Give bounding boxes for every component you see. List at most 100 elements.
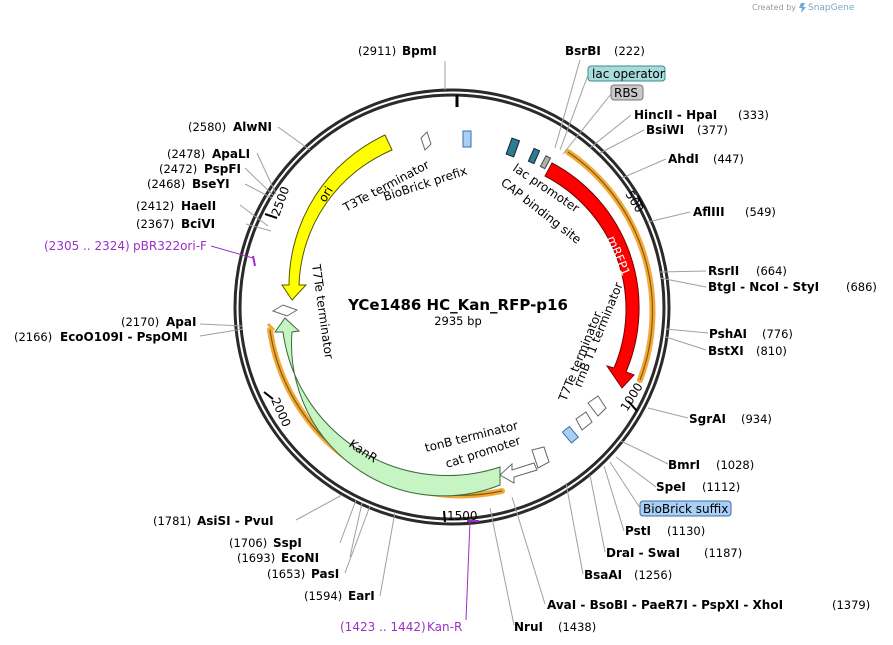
primer-pbr322ori-mark: [252, 255, 256, 267]
site-pasi-name[interactable]: PasI: [311, 567, 339, 581]
site-nrui-pos: (1438): [558, 620, 596, 634]
cap-binding-feature[interactable]: [527, 147, 541, 165]
site-rsrii-pos: (664): [756, 264, 787, 278]
site-drai-pos: (1187): [704, 546, 742, 560]
site-afliii-pos: (549): [745, 205, 776, 219]
site-nrui-name[interactable]: NruI: [514, 620, 543, 634]
site-apali-name[interactable]: ApaLI: [212, 147, 250, 161]
t7te-left-feature[interactable]: [271, 304, 299, 317]
site-econi-name[interactable]: EcoNI: [281, 551, 319, 565]
site-afliii-name[interactable]: AflIII: [693, 205, 725, 219]
leader-primer-pbr322ori: [210, 245, 254, 259]
site-drai-name[interactable]: DraI - SwaI: [606, 546, 680, 560]
mrfp1-highlight-arc-inner: [567, 151, 654, 381]
primer-kanr-name[interactable]: Kan-R: [427, 620, 462, 634]
site-eari-pos: (1594): [304, 589, 342, 603]
site-haeii-name[interactable]: HaeII: [181, 199, 216, 213]
site-pspfi-name[interactable]: PspFI: [204, 162, 241, 176]
site-apali-pos: (2478): [167, 147, 205, 161]
backbone-outer: [233, 88, 671, 526]
t7te-top-label: T7Te terminator: [309, 262, 336, 359]
site-sgrai-name[interactable]: SgrAI: [689, 412, 726, 426]
site-psti-name[interactable]: PstI: [625, 524, 651, 538]
snapgene-brand-text: SnapGene: [808, 3, 855, 13]
site-pshai-name[interactable]: PshAI: [709, 327, 747, 341]
site-asisi-name[interactable]: AsiSI - PvuI: [197, 514, 274, 528]
site-alwni-name[interactable]: AlwNI: [233, 120, 272, 134]
site-haeii-pos: (2412): [136, 199, 174, 213]
site-bpmi-name[interactable]: BpmI: [402, 44, 437, 58]
site-bseyi-pos: (2468): [147, 177, 185, 191]
site-bmri-pos: (1028): [716, 458, 754, 472]
t7te-right-feature[interactable]: [587, 395, 607, 417]
site-bseyi-name[interactable]: BseYI: [192, 177, 230, 191]
mrfp1-feature[interactable]: [544, 162, 640, 389]
rbs-feature[interactable]: [539, 155, 552, 170]
site-btgi-name[interactable]: BtgI - NcoI - StyI: [708, 280, 819, 294]
lac-operator-label: lac operator: [592, 67, 665, 81]
tick-2500: 2500: [269, 185, 293, 218]
tick-2000: 2000: [268, 396, 293, 430]
site-bsrbi-pos: (222): [614, 44, 645, 58]
t7te-left-cap: [266, 322, 276, 332]
site-hincii-pos: (333): [738, 108, 769, 122]
primer-kanr-pos: (1423 .. 1442): [340, 620, 426, 634]
leader-primer-kanr: [465, 520, 471, 621]
site-psti-pos: (1130): [667, 524, 705, 538]
biobrick-suffix-label: BioBrick suffix: [643, 502, 728, 516]
tonb-terminator-feature[interactable]: [531, 446, 550, 469]
created-by-text: Created by: [752, 3, 796, 12]
site-ecoo109i-name[interactable]: EcoO109I - PspOMI: [60, 330, 188, 344]
plasmid-name: YCe1486 HC_Kan_RFP-p16: [347, 296, 568, 314]
site-pspfi-pos: (2472): [159, 162, 197, 176]
site-bstxi-pos: (810): [756, 344, 787, 358]
lac-promoter-feature[interactable]: [505, 137, 521, 158]
site-eari-name[interactable]: EarI: [348, 589, 375, 603]
site-asisi-pos: (1781): [153, 514, 191, 528]
kanr-feature[interactable]: [274, 317, 501, 497]
site-bsrbi-name[interactable]: BsrBI: [565, 44, 601, 58]
primer-pbr322ori-pos: (2305 .. 2324): [44, 239, 130, 253]
tick-1500: 1500: [447, 509, 478, 523]
ori-feature[interactable]: [281, 134, 393, 301]
site-ahdi-name[interactable]: AhdI: [668, 152, 699, 166]
site-bsiwi-name[interactable]: BsiWI: [646, 123, 684, 137]
site-sgrai-pos: (934): [741, 412, 772, 426]
site-avai-pos: (1379): [832, 598, 870, 612]
site-pasi-pos: (1653): [267, 567, 305, 581]
site-bcivi-name[interactable]: BciVI: [181, 217, 215, 231]
biobrick-prefix-feature[interactable]: [462, 130, 472, 148]
cat-promoter-feature[interactable]: [499, 462, 538, 484]
site-bsaai-name[interactable]: BsaAI: [584, 568, 622, 582]
site-bpmi-pos: (2911): [358, 44, 396, 58]
site-bcivi-pos: (2367): [136, 217, 174, 231]
site-alwni-pos: (2580): [188, 120, 226, 134]
t3te-terminator-feature[interactable]: [420, 131, 432, 151]
site-apai-pos: (2170): [121, 315, 159, 329]
biobrick-suffix-box: [639, 500, 732, 517]
site-bstxi-name[interactable]: BstXI: [708, 344, 744, 358]
backbone-inner: [238, 93, 666, 521]
rbs-box: [610, 84, 644, 101]
leader-lines: [199, 59, 709, 626]
site-btgi-pos: (686): [846, 280, 877, 294]
site-sspi-pos: (1706): [229, 536, 267, 550]
site-bmri-name[interactable]: BmrI: [668, 458, 700, 472]
tick-marks: [263, 195, 644, 523]
site-ecoo109i-pos: (2166): [14, 330, 52, 344]
primer-pbr322ori-name[interactable]: pBR322ori-F: [133, 239, 207, 253]
site-hincii-name[interactable]: HincII - HpaI: [634, 108, 717, 122]
site-spei-name[interactable]: SpeI: [656, 480, 686, 494]
site-bsiwi-pos: (377): [697, 123, 728, 137]
rrnb-terminator-feature[interactable]: [575, 411, 593, 431]
site-avai-name[interactable]: AvaI - BsoBI - PaeR7I - PspXI - XhoI: [547, 598, 783, 612]
site-sspi-name[interactable]: SspI: [273, 536, 302, 550]
biobrick-suffix-feature[interactable]: [561, 425, 580, 444]
site-apai-name[interactable]: ApaI: [166, 315, 196, 329]
site-rsrii-name[interactable]: RsrII: [708, 264, 739, 278]
site-spei-pos: (1112): [702, 480, 740, 494]
lac-operator-box: [587, 65, 666, 82]
rbs-label: RBS: [614, 86, 638, 100]
plasmid-size: 2935 bp: [434, 314, 482, 328]
